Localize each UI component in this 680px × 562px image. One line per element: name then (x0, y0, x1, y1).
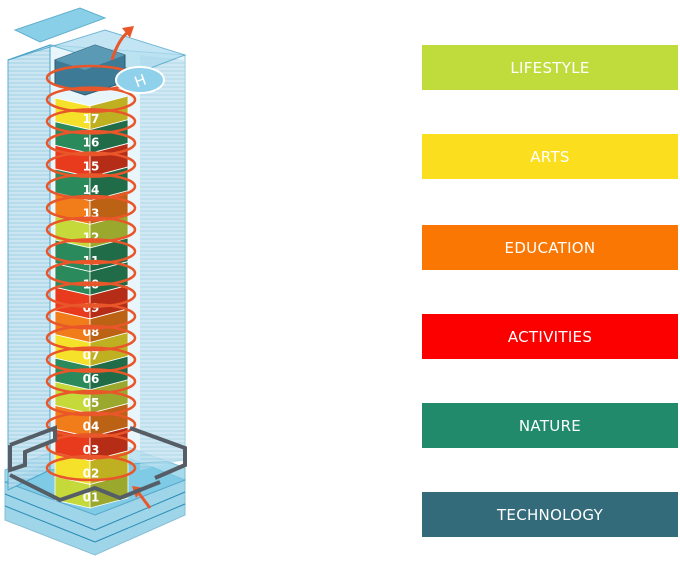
spiral-ring (45, 368, 137, 395)
floor-number-label: 02 (83, 467, 100, 481)
floor-number-label: 15 (83, 159, 100, 173)
floor-number-label: 06 (83, 372, 100, 386)
floor-number-label: 16 (83, 136, 100, 150)
spiral-ring (45, 259, 137, 287)
spiral-ramp (45, 64, 137, 482)
spiral-ring (45, 108, 137, 135)
spiral-ring (45, 346, 137, 373)
legend-arts: ARTS (422, 134, 678, 179)
spiral-ring (45, 411, 137, 438)
legend-education-label: EDUCATION (504, 238, 596, 257)
floor-number-label: 03 (83, 443, 100, 457)
spiral-ring (45, 194, 137, 222)
spiral-ring (45, 151, 137, 178)
spiral-ring (45, 238, 137, 265)
podium-frame (8, 425, 187, 503)
spiral-ring (45, 129, 137, 157)
legend-activities: ACTIVITIES (422, 314, 678, 359)
legend-arts-label: ARTS (530, 147, 570, 166)
legend-nature-label: NATURE (518, 416, 582, 435)
legend-activities-label: ACTIVITIES (507, 327, 593, 346)
floor-17: 17 (54, 95, 129, 131)
floor-face-right (89, 95, 129, 131)
spiral-ring (45, 281, 137, 308)
floor-number-label: 17 (83, 112, 100, 126)
up-arrow-icon (110, 26, 134, 61)
spiral-ring (45, 173, 137, 200)
spiral-ring (45, 86, 137, 113)
spiral-ring (45, 389, 137, 417)
floor-number-label: 07 (83, 348, 100, 362)
legend-technology: TECHNOLOGY (422, 492, 678, 537)
spiral-ring (45, 433, 137, 460)
roof-block (54, 44, 126, 96)
spiral-ring (45, 303, 137, 330)
floor-number-label: 04 (83, 419, 100, 433)
legend-lifestyle-label: LIFESTYLE (510, 58, 590, 77)
floor-06: 06 (54, 355, 129, 391)
floor-05: 05 (54, 379, 129, 414)
legend-technology-label: TECHNOLOGY (496, 505, 604, 524)
floor-number-label: 01 (83, 490, 100, 504)
floor-number-label: 14 (83, 183, 100, 197)
helipad: H (115, 66, 165, 94)
spiral-ring (45, 324, 137, 352)
spiral-ring (45, 454, 137, 482)
floor-09: 09 (54, 284, 129, 320)
legend-nature: NATURE (422, 403, 678, 448)
legend-lifestyle: LIFESTYLE (422, 45, 678, 90)
spiral-ring (45, 216, 137, 243)
legend-education: EDUCATION (422, 225, 678, 270)
floor-number-label: 05 (83, 396, 100, 410)
